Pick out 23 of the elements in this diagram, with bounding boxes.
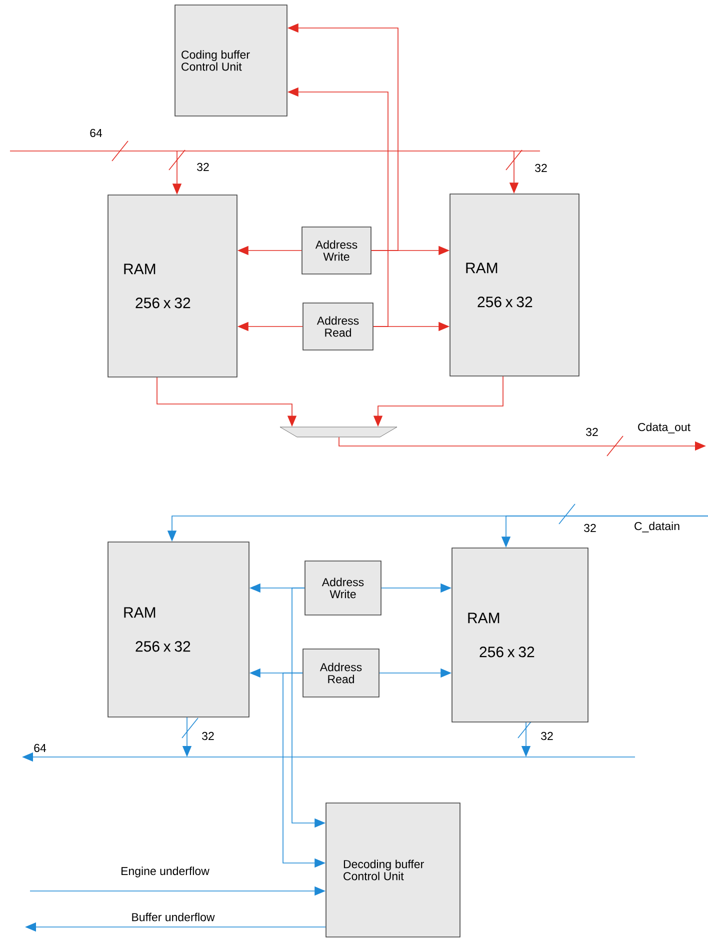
edge-label: Buffer underflow [130,912,216,922]
address-box: Address Read [302,302,374,350]
address-box: Address Write [304,560,382,616]
ram-block: RAM 256 x 32 [452,548,588,722]
signal-label: 64 [34,744,46,752]
ram-block: RAM 256 x 32 [108,542,250,718]
address-box: Address Write [302,226,372,274]
ram-block: RAM 256 x 32 [450,194,580,376]
control-unit-box: Decoding buffer Control Unit [326,802,460,938]
control-unit-box: Coding buffer Control Unit [174,4,288,116]
edge-label: Engine underflow [120,866,210,878]
edge-label: 32 [582,522,598,534]
signal-label: 32 [586,428,598,436]
ram-block: RAM 256 x 32 [108,194,238,378]
multiplexer-symbol [280,426,398,438]
address-box: Address Read [302,648,380,698]
signal-label: C_datain [634,522,680,532]
edge-label: 32 [534,162,548,174]
edge-label: 32 [540,730,554,742]
edge-label: 32 [200,730,216,742]
edge-label: 32 [196,162,210,172]
edge-label: Cdata_out [636,422,692,434]
signal-label: 64 [90,128,102,138]
